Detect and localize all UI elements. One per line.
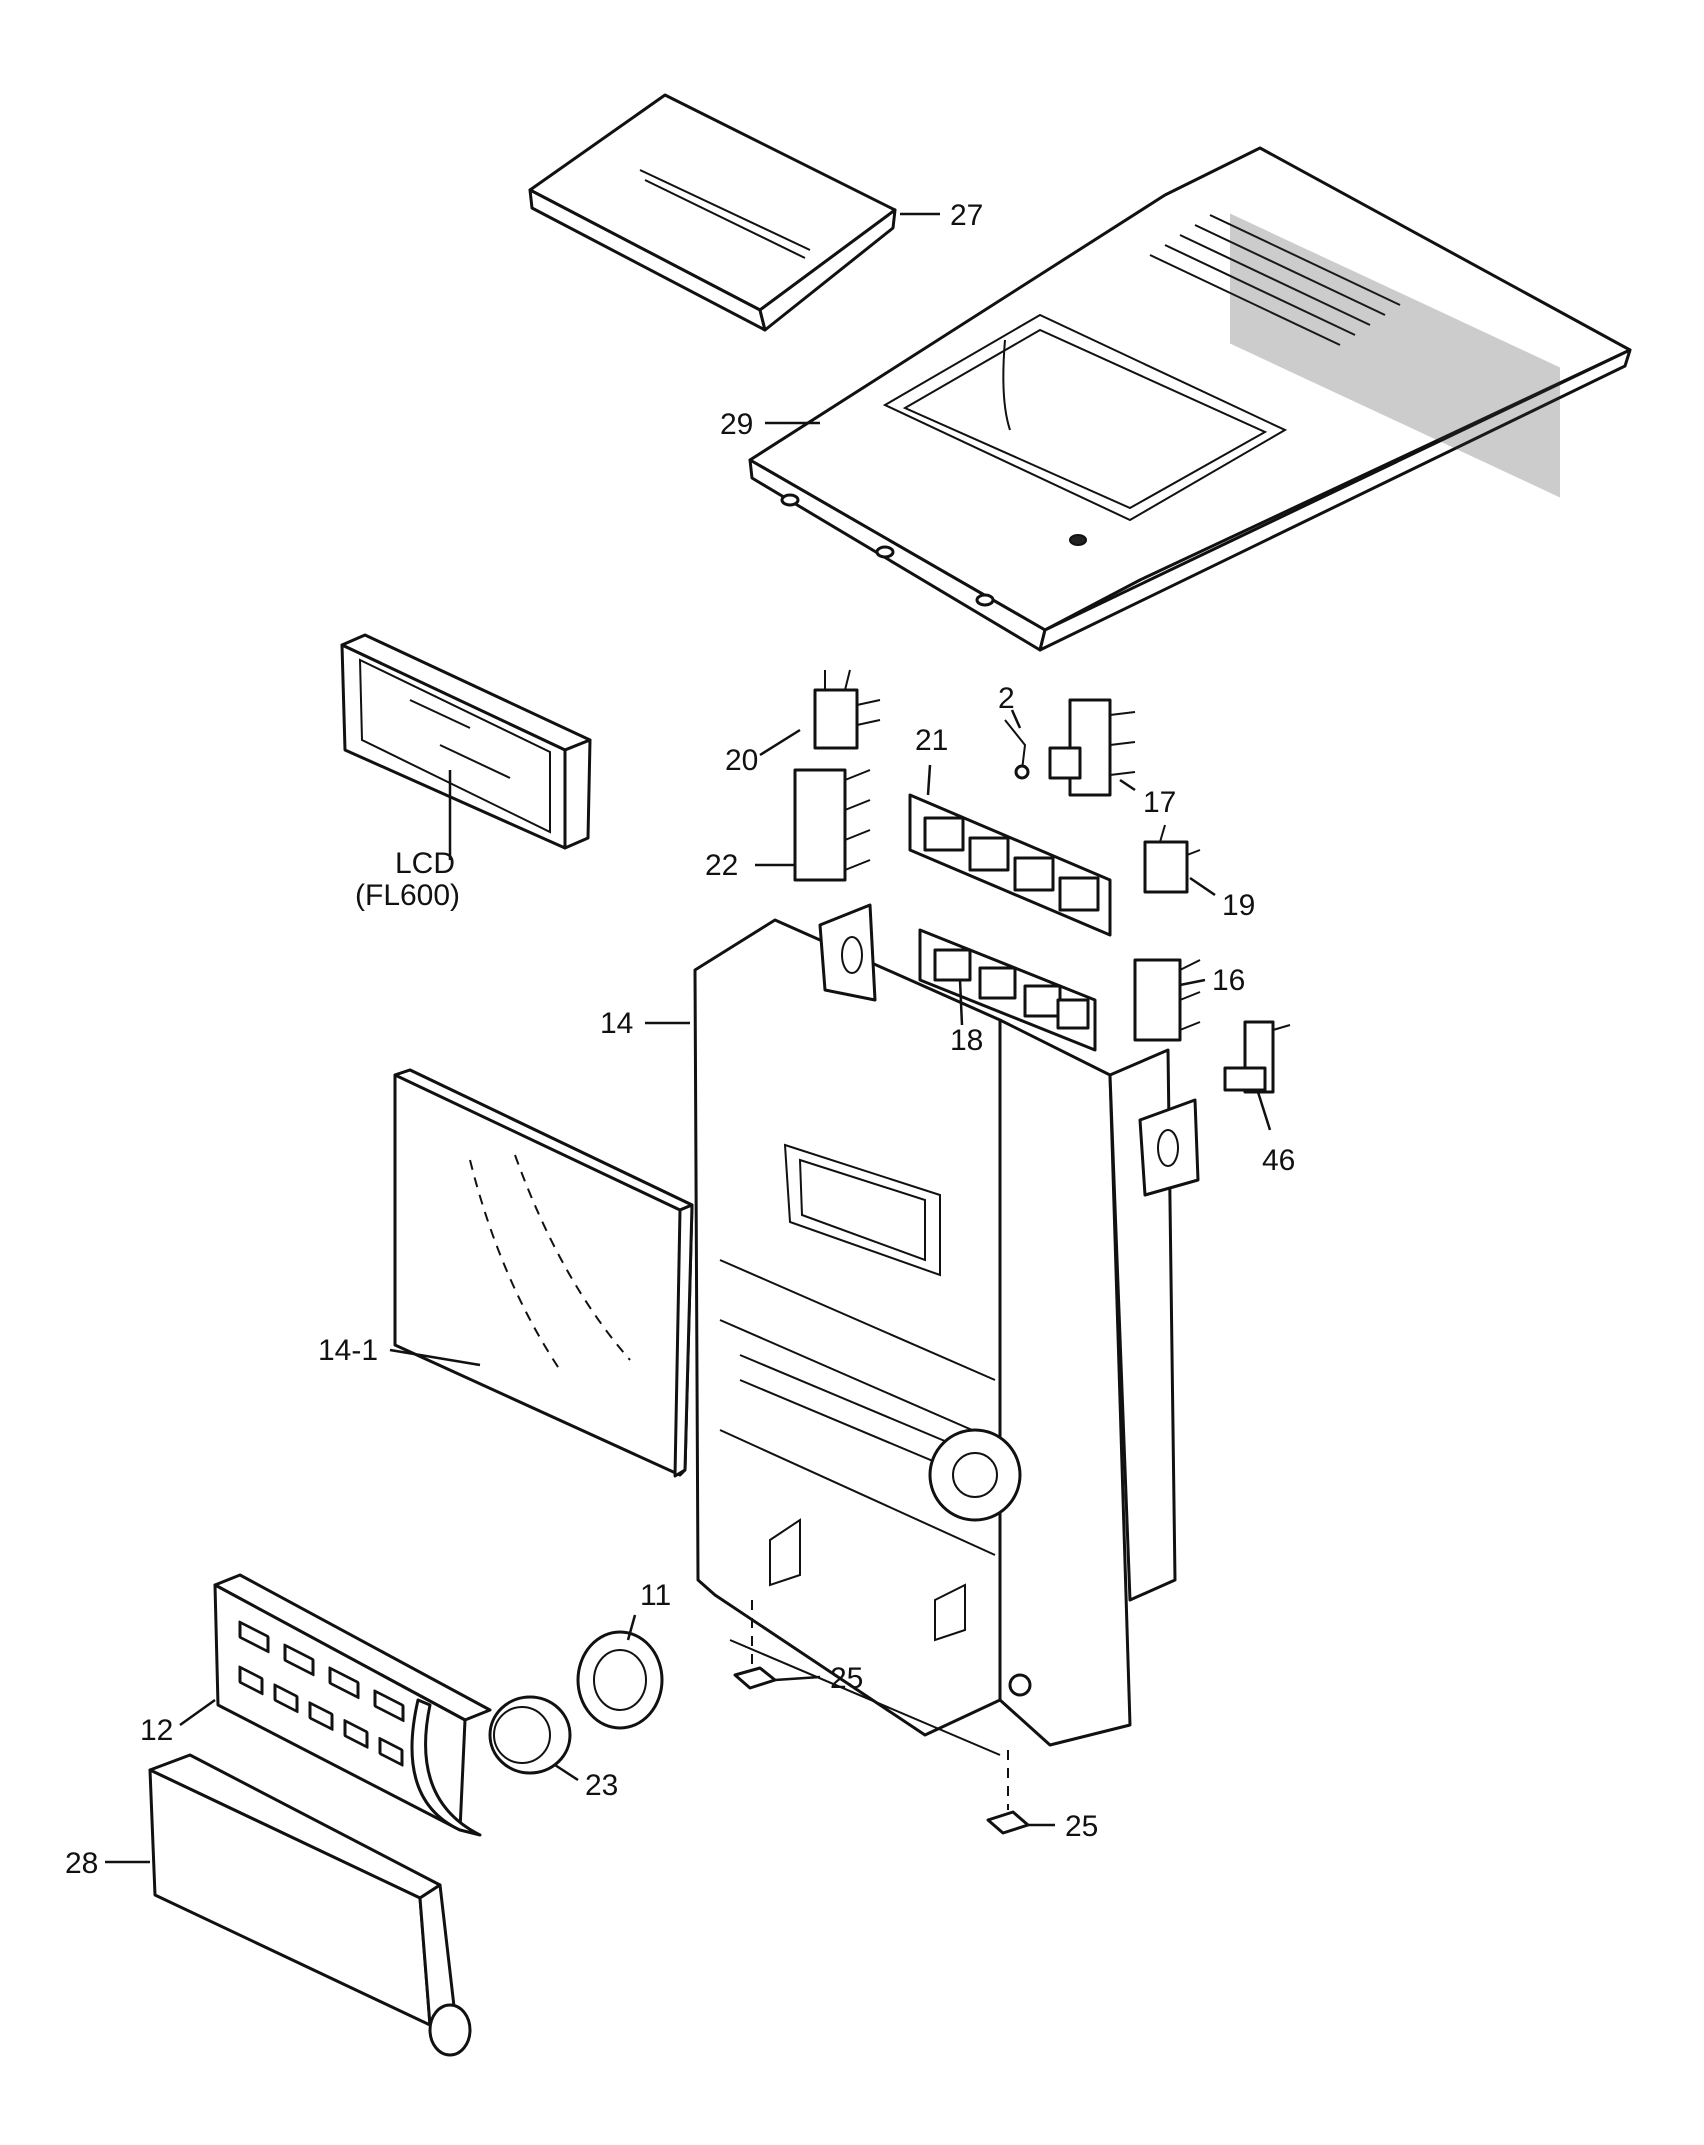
label-28: 28 [65, 1847, 98, 1880]
part-18-switch-block [918, 928, 1097, 1052]
part-19-switch [1143, 824, 1201, 894]
label-lcd-model: (FL600) [355, 879, 460, 912]
label-2: 2 [998, 682, 1015, 715]
label-25-b: 25 [1065, 1810, 1098, 1843]
label-22: 22 [705, 849, 738, 882]
part-14-1-window [393, 1068, 694, 1478]
part-22-switch [793, 768, 871, 882]
label-18: 18 [950, 1024, 983, 1057]
part-25-foot-b [986, 1750, 1030, 1835]
part-46-bracket [1223, 1020, 1291, 1094]
part-29-top-cabinet [748, 146, 1632, 652]
part-21-switch-block [908, 793, 1112, 937]
part-20-switch [813, 669, 881, 750]
label-12: 12 [140, 1714, 173, 1747]
label-14-1: 14-1 [318, 1334, 378, 1367]
label-23: 23 [585, 1769, 618, 1802]
label-14: 14 [600, 1007, 633, 1040]
part-2-pin [1004, 719, 1030, 780]
label-25-a: 25 [830, 1662, 863, 1695]
part-23-knob [488, 1695, 572, 1775]
part-12-button-bezel [213, 1573, 492, 1837]
label-16: 16 [1212, 964, 1245, 997]
part-14-front-panel [693, 903, 1200, 1756]
label-lcd: LCD [395, 847, 455, 880]
part-27-lid [528, 93, 897, 332]
part-16-switch [1133, 958, 1201, 1042]
part-28-cover [148, 1753, 472, 2057]
label-20: 20 [725, 744, 758, 777]
part-11-ring [576, 1630, 664, 1730]
label-21: 21 [915, 724, 948, 757]
lcd-fl600 [340, 633, 592, 850]
label-17: 17 [1143, 786, 1176, 819]
leader-lines [105, 212, 1272, 1864]
label-19: 19 [1222, 889, 1255, 922]
label-27: 27 [950, 199, 983, 232]
label-46: 46 [1262, 1144, 1295, 1177]
label-29: 29 [720, 408, 753, 441]
part-17-switch [1048, 698, 1136, 797]
label-11: 11 [640, 1579, 671, 1612]
